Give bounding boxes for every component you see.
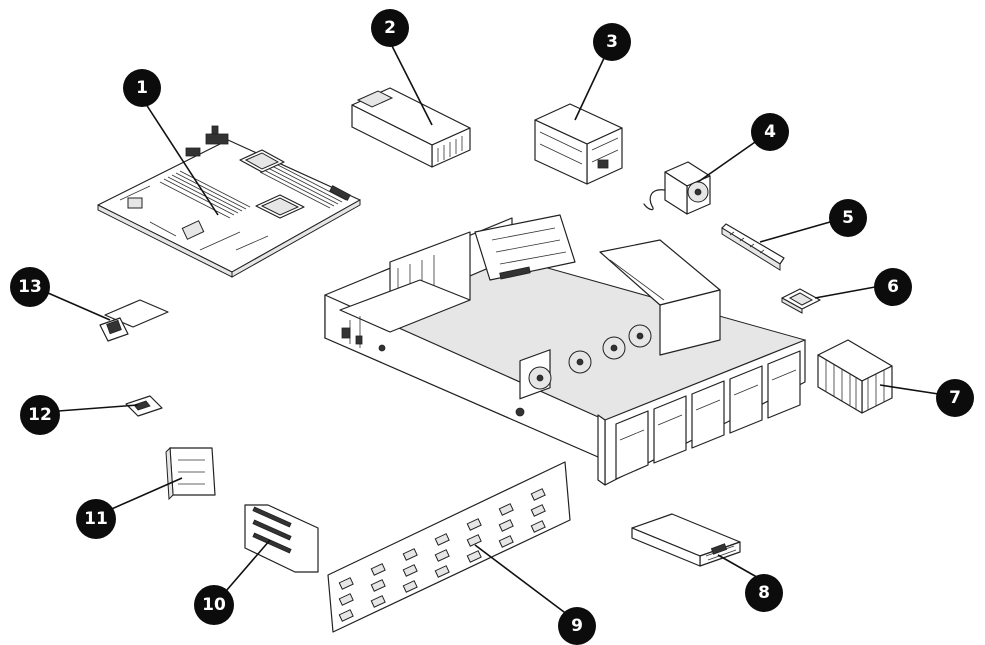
system-board bbox=[97, 125, 361, 278]
expansion-board bbox=[165, 446, 216, 501]
controller-module bbox=[99, 299, 169, 342]
callout-12: 12 bbox=[20, 395, 60, 435]
svg-text:13: 13 bbox=[18, 277, 42, 297]
callout-1: 1 bbox=[123, 69, 161, 107]
svg-text:6: 6 bbox=[887, 277, 899, 297]
leader-lines bbox=[31, 41, 946, 619]
svg-text:2: 2 bbox=[384, 18, 396, 38]
svg-text:11: 11 bbox=[84, 509, 108, 529]
server-chassis bbox=[323, 214, 807, 486]
svg-text:12: 12 bbox=[28, 405, 52, 425]
memory-dimm bbox=[721, 223, 785, 271]
power-supply bbox=[351, 87, 471, 168]
callout-8: 8 bbox=[745, 574, 783, 612]
drive-backplane bbox=[327, 461, 571, 633]
callout-11: 11 bbox=[76, 499, 116, 539]
hot-plug-drive bbox=[631, 513, 741, 567]
svg-text:7: 7 bbox=[949, 388, 961, 408]
svg-text:9: 9 bbox=[571, 616, 583, 636]
callout-7: 7 bbox=[936, 379, 974, 417]
small-module bbox=[125, 395, 163, 417]
riser-card bbox=[244, 504, 319, 573]
processor bbox=[781, 288, 821, 314]
callout-6: 6 bbox=[874, 268, 912, 306]
svg-text:10: 10 bbox=[202, 595, 226, 615]
svg-text:8: 8 bbox=[758, 583, 770, 603]
svg-text:4: 4 bbox=[764, 122, 776, 142]
drive-cage bbox=[534, 103, 623, 185]
callout-4: 4 bbox=[751, 113, 789, 151]
chassis-fans bbox=[519, 324, 652, 400]
callout-13: 13 bbox=[10, 267, 50, 307]
callout-2: 2 bbox=[371, 9, 409, 47]
fan-module bbox=[643, 161, 711, 215]
svg-text:3: 3 bbox=[606, 32, 618, 52]
heatsink bbox=[817, 339, 893, 414]
svg-text:1: 1 bbox=[136, 78, 148, 98]
svg-text:5: 5 bbox=[842, 208, 854, 228]
callout-5: 5 bbox=[829, 199, 867, 237]
callout-9: 9 bbox=[558, 607, 596, 645]
callout-3: 3 bbox=[593, 23, 631, 61]
front-drive-bays bbox=[615, 350, 801, 480]
callout-10: 10 bbox=[194, 585, 234, 625]
